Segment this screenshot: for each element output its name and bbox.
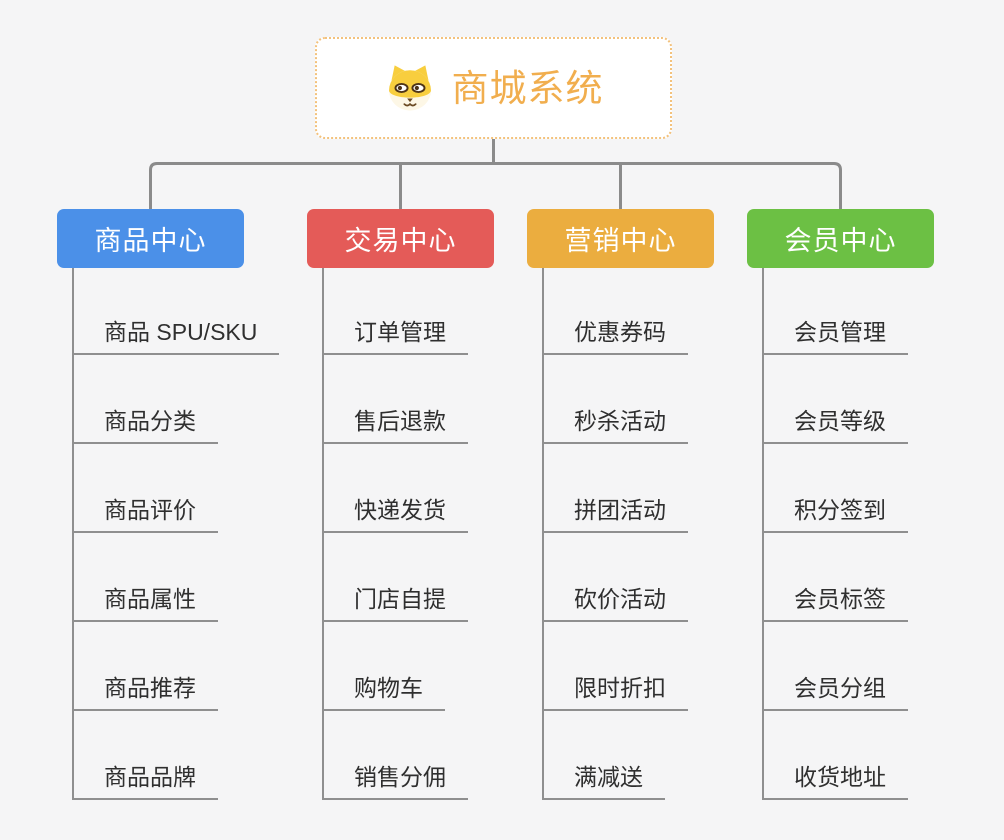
root-node-label: 商城系统	[451, 67, 604, 109]
branch-vertical-line	[762, 268, 764, 799]
leaf-node[interactable]: 秒杀活动	[542, 406, 688, 444]
branch-node-marketing-center[interactable]: 营销中心	[527, 209, 714, 268]
leaf-node[interactable]: 快递发货	[322, 495, 468, 533]
leaf-node[interactable]: 售后退款	[322, 406, 468, 444]
branch-node-product-center[interactable]: 商品中心	[57, 209, 244, 268]
leaf-node[interactable]: 商品属性	[72, 584, 218, 622]
dog-face-icon	[384, 63, 436, 113]
root-node[interactable]: 商城系统	[315, 37, 672, 139]
branch-vertical-line	[542, 268, 544, 799]
leaf-node[interactable]: 销售分佣	[322, 762, 468, 800]
branch-bus-line	[149, 162, 842, 210]
branch-node-member-center[interactable]: 会员中心	[747, 209, 934, 268]
leaf-node[interactable]: 限时折扣	[542, 673, 688, 711]
branch-node-trade-center[interactable]: 交易中心	[307, 209, 494, 268]
leaf-node[interactable]: 会员分组	[762, 673, 908, 711]
leaf-node[interactable]: 订单管理	[322, 317, 468, 355]
leaf-node[interactable]: 商品分类	[72, 406, 218, 444]
leaf-node[interactable]: 商品品牌	[72, 762, 218, 800]
leaf-node[interactable]: 满减送	[542, 762, 665, 800]
leaf-node[interactable]: 购物车	[322, 673, 445, 711]
leaf-node[interactable]: 会员标签	[762, 584, 908, 622]
branch-vertical-line	[322, 268, 324, 799]
leaf-node[interactable]: 拼团活动	[542, 495, 688, 533]
leaf-node[interactable]: 砍价活动	[542, 584, 688, 622]
leaf-node[interactable]: 商品评价	[72, 495, 218, 533]
leaf-node[interactable]: 积分签到	[762, 495, 908, 533]
leaf-node[interactable]: 收货地址	[762, 762, 908, 800]
leaf-node[interactable]: 优惠券码	[542, 317, 688, 355]
branch-vertical-line	[72, 268, 74, 799]
leaf-node[interactable]: 商品 SPU/SKU	[72, 317, 280, 355]
leaf-node[interactable]: 门店自提	[322, 584, 468, 622]
leaf-node[interactable]: 商品推荐	[72, 673, 218, 711]
leaf-node[interactable]: 会员管理	[762, 317, 908, 355]
leaf-node[interactable]: 会员等级	[762, 406, 908, 444]
